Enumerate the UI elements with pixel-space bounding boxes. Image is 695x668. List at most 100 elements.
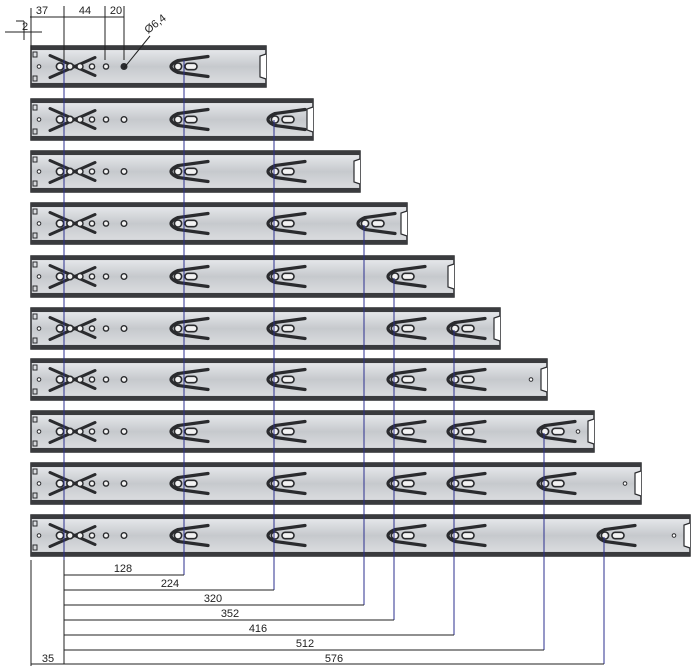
slot-hole <box>102 168 110 175</box>
slot-bracket <box>596 523 637 548</box>
slot-hole <box>66 115 75 124</box>
end-tab <box>32 313 38 320</box>
dim-44-label: 44 <box>79 5 91 17</box>
slot-oval <box>281 531 295 540</box>
slot-bracket <box>266 367 307 392</box>
rail-body <box>30 514 691 557</box>
slot-bracket <box>169 107 210 132</box>
slot-hole <box>66 272 75 281</box>
slot-oval <box>281 272 295 281</box>
slot-oval <box>551 479 565 488</box>
small-hole <box>36 64 42 69</box>
slot-hole <box>270 167 280 176</box>
slot-hole <box>270 115 280 124</box>
slot-hole <box>173 427 183 436</box>
slot-hole <box>88 532 96 539</box>
slot-oval <box>184 62 198 71</box>
slot-oval <box>461 531 475 540</box>
rail-bottom-edge <box>31 552 690 556</box>
small-hole <box>36 481 42 486</box>
end-tab <box>32 337 38 344</box>
slot-hole <box>270 479 280 488</box>
mounting-hole <box>120 428 128 436</box>
end-tab <box>32 232 38 239</box>
slot-hole <box>390 324 400 333</box>
slot-bracket <box>386 264 427 289</box>
slot-hole <box>450 479 460 488</box>
mounting-hole <box>120 325 128 333</box>
slot-oval <box>401 427 415 436</box>
slot-hole <box>390 272 400 281</box>
slot-hole <box>66 375 75 384</box>
end-tab <box>32 544 38 551</box>
slot-bracket <box>536 419 577 444</box>
slot-bracket <box>266 211 307 236</box>
slot-hole <box>55 272 65 281</box>
slot-hole <box>270 272 280 281</box>
small-hole <box>36 533 42 538</box>
rail-end-notch <box>306 106 314 133</box>
rail-4 <box>30 202 408 245</box>
slot-bracket <box>169 367 210 392</box>
slot-oval <box>611 531 625 540</box>
slot-hole <box>76 62 84 71</box>
slot-hole <box>270 219 280 228</box>
slot-bracket <box>386 316 427 341</box>
slot-hole <box>55 531 65 540</box>
rail-bottom-edge <box>31 293 454 297</box>
rail-top-edge <box>31 256 454 260</box>
end-tab <box>32 285 38 292</box>
dim-352-label: 352 <box>221 608 239 620</box>
dim-576-label: 576 <box>325 653 343 665</box>
slot-bracket <box>266 316 307 341</box>
small-hole <box>36 429 42 434</box>
slot-hole <box>102 480 110 487</box>
slot-hole <box>88 168 96 175</box>
rail-top-edge <box>31 463 641 467</box>
rails-group <box>30 45 691 557</box>
rail-top-edge <box>31 203 407 207</box>
rail-bottom-edge <box>31 240 407 244</box>
hole-diameter-label: Ø6,4 <box>142 12 168 36</box>
mounting-hole <box>120 532 128 540</box>
slot-hole <box>76 324 84 333</box>
rail-bottom-edge <box>31 83 266 87</box>
slot-hole <box>76 115 84 124</box>
rail-6 <box>30 307 501 350</box>
slot-hole <box>450 375 460 384</box>
rail-end-notch <box>353 158 361 185</box>
slot-bracket <box>446 419 487 444</box>
rail-3 <box>30 150 361 193</box>
slot-bracket <box>169 264 210 289</box>
rail-9 <box>30 462 642 505</box>
end-tab <box>32 180 38 187</box>
slot-hole <box>173 272 183 281</box>
dim-37-label: 37 <box>36 5 48 17</box>
slot-hole <box>55 62 65 71</box>
slot-hole <box>76 272 84 281</box>
slot-oval <box>401 272 415 281</box>
slot-oval <box>184 272 198 281</box>
slot-oval <box>401 324 415 333</box>
rail-end-notch <box>447 263 455 290</box>
rail-bottom-edge <box>31 345 500 349</box>
rail-bottom-edge <box>31 500 641 504</box>
slot-hole <box>540 427 550 436</box>
slot-hole <box>66 531 75 540</box>
slot-bracket <box>169 211 210 236</box>
end-tab <box>32 416 38 423</box>
slot-hole <box>88 325 96 332</box>
slot-oval <box>281 427 295 436</box>
slot-hole <box>360 219 370 228</box>
slot-oval <box>281 375 295 384</box>
slot-hole <box>66 479 75 488</box>
mounting-hole <box>120 167 128 175</box>
slot-hole <box>450 427 460 436</box>
slot-oval <box>281 479 295 488</box>
slot-hole <box>76 479 84 488</box>
slot-hole <box>102 376 110 383</box>
mounting-hole <box>120 480 128 488</box>
end-tab <box>32 492 38 499</box>
rail-end-notch <box>493 315 501 342</box>
